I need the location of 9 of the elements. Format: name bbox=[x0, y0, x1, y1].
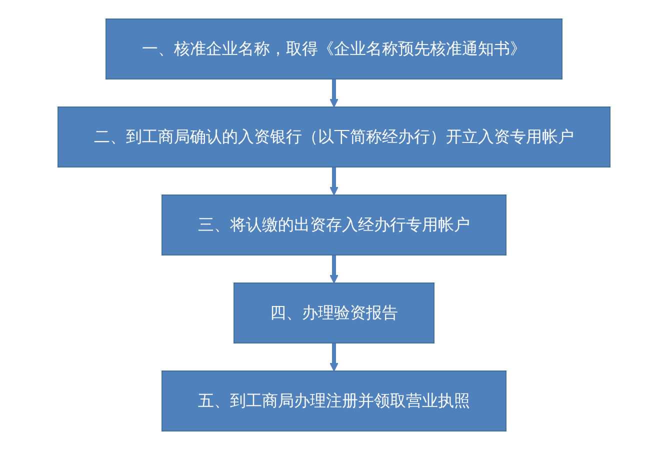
arrow bbox=[329, 255, 338, 284]
node-box: 二、到工商局确认的入资银行（以下简称经办行）开立入资专用帐户 bbox=[57, 106, 610, 168]
node-box: 三、将认缴的出资存入经办行专用帐户 bbox=[161, 194, 506, 256]
arrow bbox=[329, 79, 338, 108]
node-box: 一、核准企业名称，取得《企业名称预先核准通知书》 bbox=[105, 18, 562, 80]
arrow bbox=[329, 167, 338, 196]
node-box: 四、办理验资报告 bbox=[233, 282, 434, 344]
node-box: 五、到工商局办理注册并领取营业执照 bbox=[161, 370, 506, 432]
arrow bbox=[329, 343, 338, 372]
